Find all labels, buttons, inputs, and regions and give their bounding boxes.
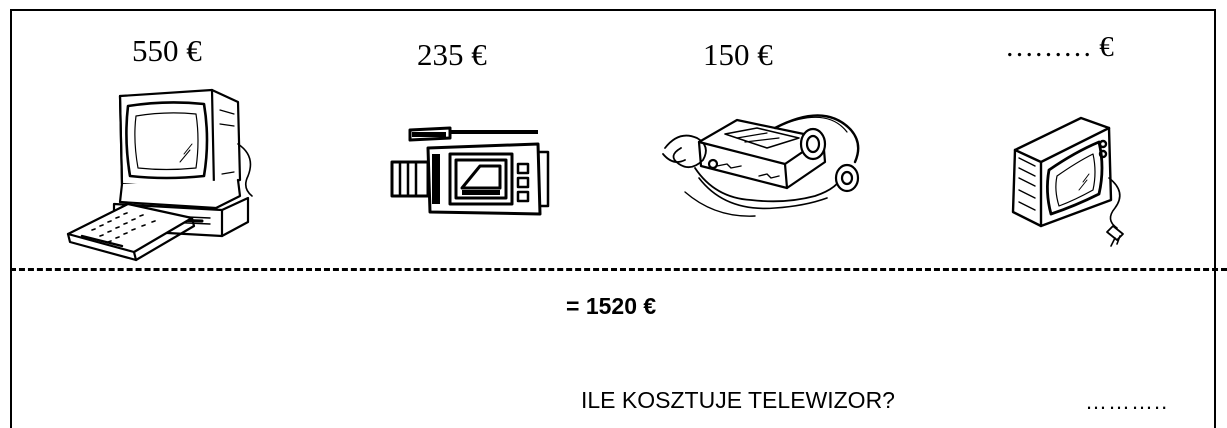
price-camera: 235 € xyxy=(417,37,487,72)
price-computer: 550 € xyxy=(132,33,202,68)
television-icon xyxy=(995,108,1145,248)
frame-right-border xyxy=(1214,9,1216,428)
frame-left-border xyxy=(10,9,12,428)
video-camera-icon xyxy=(388,118,553,218)
frame-top-border xyxy=(10,9,1216,11)
price-tv-blank: ……… € xyxy=(1005,31,1114,63)
price-player: 150 € xyxy=(703,37,773,72)
answer-blank: ……….. xyxy=(1085,389,1169,414)
computer-icon xyxy=(62,84,262,262)
cassette-player-icon xyxy=(655,108,870,223)
question-text: ILE KOSZTUJE TELEWIZOR? xyxy=(581,387,895,413)
total-sum: = 1520 € xyxy=(566,293,657,319)
dashed-divider xyxy=(10,268,1227,271)
